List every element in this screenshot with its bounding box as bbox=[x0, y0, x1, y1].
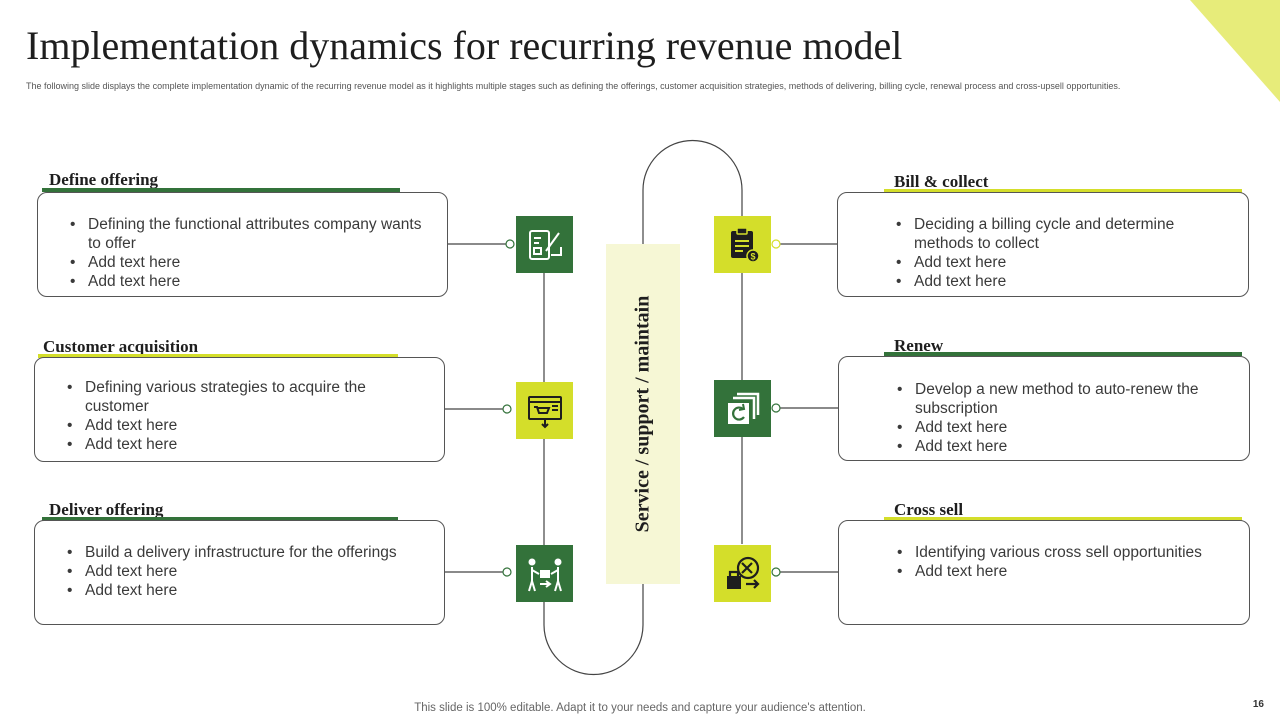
bullet-item: Add text here bbox=[67, 435, 424, 454]
stage-box-customer-acquisition: Defining various strategies to acquire t… bbox=[34, 357, 445, 462]
bullet-item: Add text here bbox=[897, 437, 1229, 456]
stage-heading-customer-acquisition: Customer acquisition bbox=[43, 337, 199, 356]
stage-heading-define-offering: Define offering bbox=[49, 170, 159, 189]
bullet-item: Add text here bbox=[67, 581, 424, 600]
bullet-item: Add text here bbox=[897, 562, 1229, 581]
page-subtitle: The following slide displays the complet… bbox=[26, 81, 1121, 91]
stage-box-renew: Develop a new method to auto-renew the s… bbox=[838, 356, 1250, 461]
stage-underline bbox=[42, 517, 398, 521]
stage-underline bbox=[38, 354, 398, 358]
bullet-item: Deciding a billing cycle and determine m… bbox=[896, 215, 1228, 253]
footer-note: This slide is 100% editable. Adapt it to… bbox=[414, 702, 866, 714]
stage-box-bill-collect: Deciding a billing cycle and determine m… bbox=[837, 192, 1249, 297]
bullet-item: Defining various strategies to acquire t… bbox=[67, 378, 424, 416]
center-label: Service / support / maintain bbox=[631, 295, 654, 533]
center-band bbox=[606, 244, 680, 584]
bullet-item: Add text here bbox=[896, 253, 1228, 272]
stage-underline bbox=[42, 188, 400, 192]
bullet-item: Add text here bbox=[67, 562, 424, 581]
bullet-item: Develop a new method to auto-renew the s… bbox=[897, 380, 1229, 418]
cross-sell-icon bbox=[714, 545, 771, 602]
stage-box-deliver-offering: Build a delivery infrastructure for the … bbox=[34, 520, 445, 625]
bullet-item: Add text here bbox=[70, 272, 427, 291]
stage-box-cross-sell: Identifying various cross sell opportuni… bbox=[838, 520, 1250, 625]
svg-text:$: $ bbox=[750, 251, 755, 261]
online-shop-icon bbox=[516, 382, 573, 439]
bullet-item: Defining the functional attributes compa… bbox=[70, 215, 427, 253]
stage-heading-bill-collect: Bill & collect bbox=[894, 172, 989, 191]
bill-dollar-icon: $ bbox=[714, 216, 771, 273]
bullet-item: Identifying various cross sell opportuni… bbox=[897, 543, 1229, 562]
stage-underline bbox=[884, 352, 1242, 356]
stage-heading-deliver-offering: Deliver offering bbox=[49, 500, 164, 519]
tablet-pen-icon bbox=[516, 216, 573, 273]
stage-underline bbox=[884, 517, 1242, 521]
bullet-item: Add text here bbox=[897, 418, 1229, 437]
stage-heading-renew: Renew bbox=[894, 336, 944, 355]
page-title: Implementation dynamics for recurring re… bbox=[26, 23, 903, 68]
renew-copy-icon bbox=[714, 380, 771, 437]
bullet-item: Build a delivery infrastructure for the … bbox=[67, 543, 424, 562]
stage-underline bbox=[884, 189, 1242, 193]
stage-box-define-offering: Defining the functional attributes compa… bbox=[37, 192, 448, 297]
bullet-item: Add text here bbox=[70, 253, 427, 272]
page-number: 16 bbox=[1252, 699, 1264, 710]
bullet-item: Add text here bbox=[67, 416, 424, 435]
bullet-item: Add text here bbox=[896, 272, 1228, 291]
corner-accent-triangle bbox=[1190, 0, 1280, 102]
delivery-handover-icon bbox=[516, 545, 573, 602]
stage-heading-cross-sell: Cross sell bbox=[894, 500, 964, 519]
